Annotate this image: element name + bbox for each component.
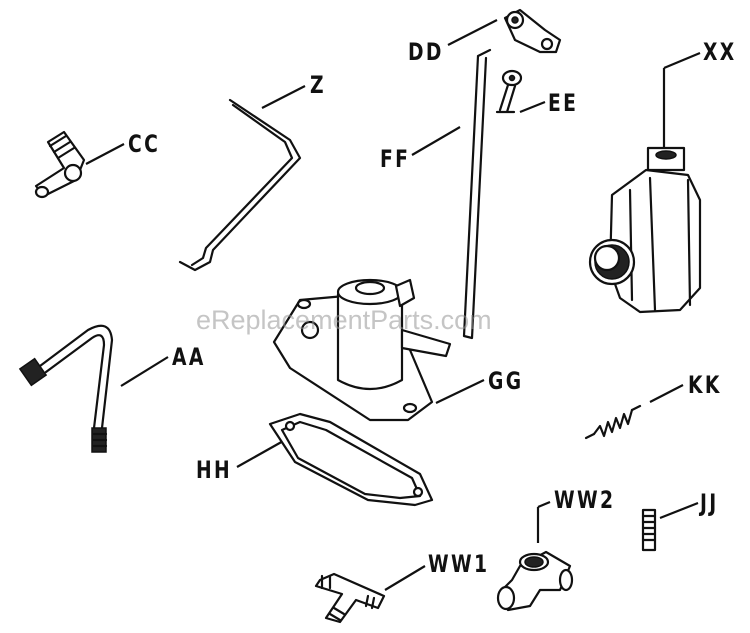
leader-lines [85,19,701,591]
label-kk: KK [688,371,722,399]
label-gg: GG [488,367,524,395]
label-dd: DD [408,38,444,66]
label-jj: JJ [700,489,719,517]
part-aa [18,324,114,453]
part-ww1 [314,572,386,624]
part-ee [495,69,523,114]
label-aa: AA [172,343,206,371]
part-z [178,98,302,272]
label-ee: EE [548,89,579,117]
part-xx [588,146,702,314]
part-ww2 [496,550,574,612]
part-cc [34,130,86,199]
part-gg [272,278,452,422]
watermark-text: eReplacementParts.com [196,305,492,335]
part-dd [503,8,562,54]
label-ff: FF [380,145,411,173]
part-kk [584,404,642,440]
part-ff [462,48,492,340]
part-jj [641,508,657,552]
label-ww1: WW1 [428,550,490,578]
label-xx: XX [703,38,737,66]
label-z: Z [310,71,326,99]
part-hh [268,412,434,507]
label-cc: CC [128,130,161,158]
label-ww2: WW2 [554,486,616,514]
label-hh: HH [196,456,233,484]
